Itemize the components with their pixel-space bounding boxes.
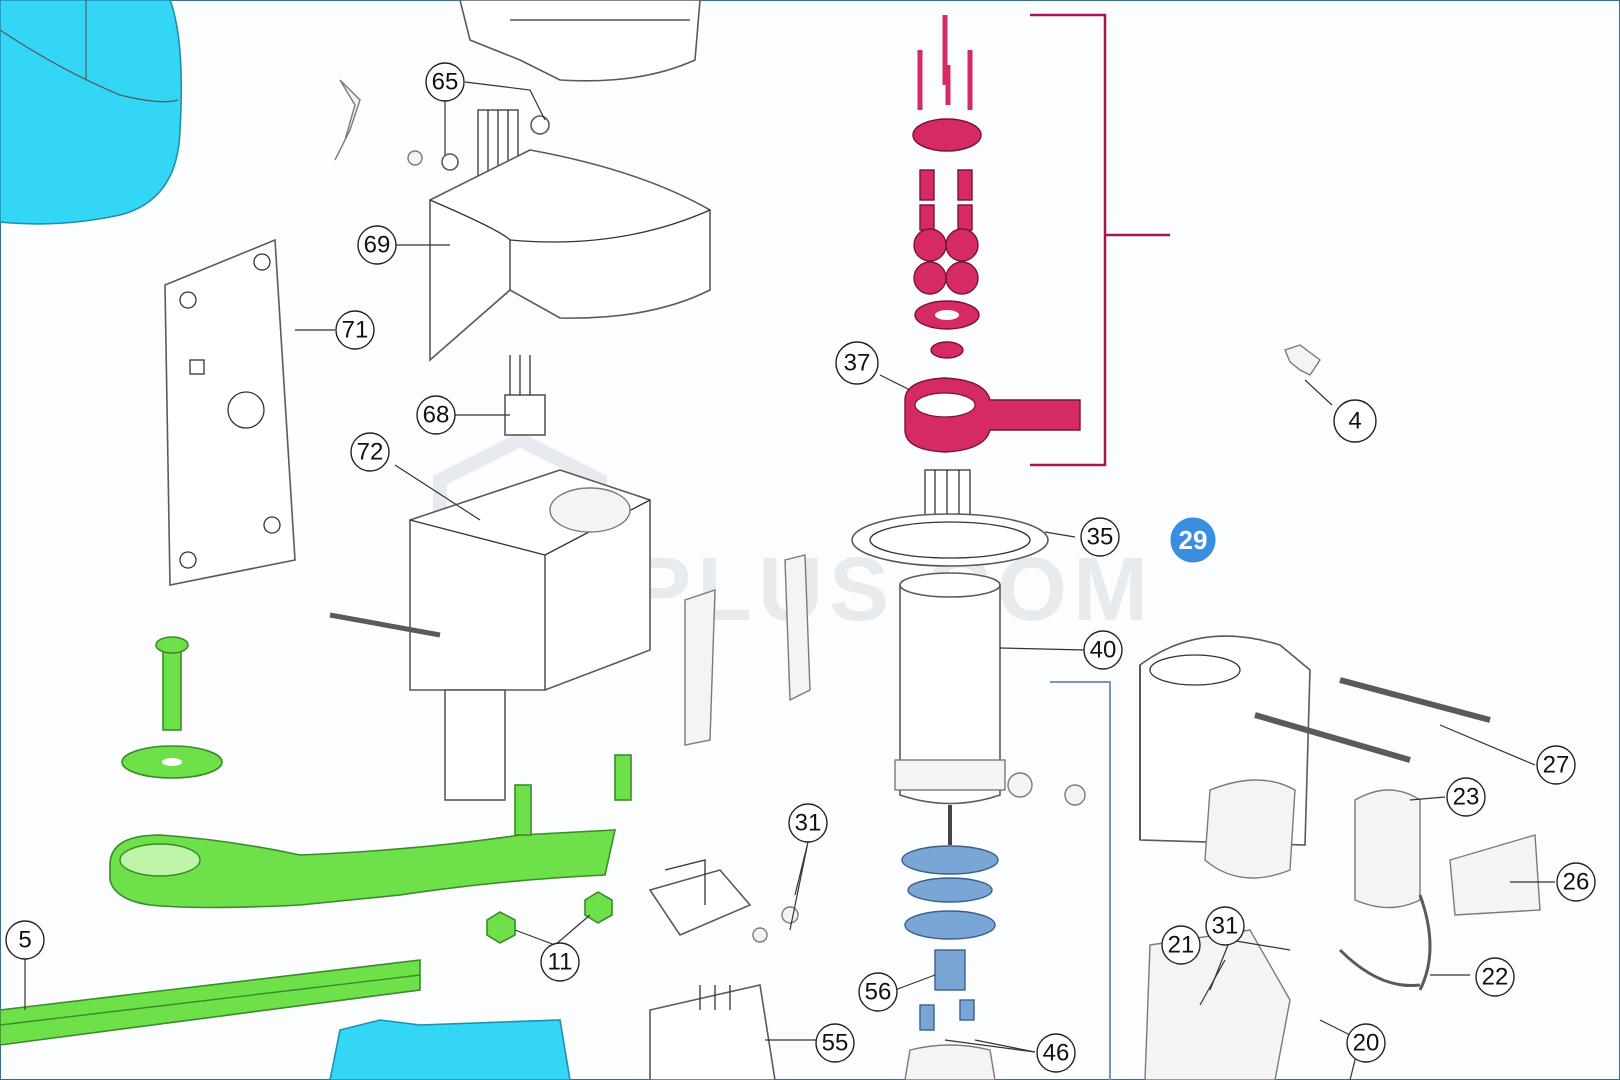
- svg-text:11: 11: [548, 949, 573, 976]
- part-top-housing: [459, 0, 701, 82]
- svg-text:27: 27: [1543, 752, 1570, 779]
- callout-4: 4: [1333, 399, 1377, 443]
- part-disc-35: [851, 513, 1049, 567]
- callout-31-center: 31: [788, 803, 828, 843]
- svg-text:26: 26: [1563, 869, 1590, 896]
- badge-29: 29: [1167, 514, 1219, 566]
- callout-22: 22: [1475, 957, 1515, 997]
- svg-text:29: 29: [1179, 525, 1208, 555]
- callout-68: 68: [416, 395, 456, 435]
- svg-text:21: 21: [1168, 932, 1195, 959]
- part-cyan-cover: [0, 0, 183, 225]
- part-motor-40: [894, 572, 1006, 845]
- svg-text:65: 65: [432, 69, 459, 96]
- callout-35: 35: [1080, 517, 1120, 557]
- callout-69: 69: [357, 225, 397, 265]
- callout-65: 65: [425, 62, 465, 102]
- part-green-rail: [0, 959, 421, 1046]
- part-holder: [648, 859, 752, 936]
- svg-text:69: 69: [364, 232, 391, 259]
- part-small-bolts: [752, 772, 1086, 943]
- part-bracket-4: [1284, 344, 1321, 376]
- assembly-bracket: [1030, 13, 1170, 467]
- callout-21: 21: [1161, 925, 1201, 965]
- part-green-bolt: [121, 636, 223, 779]
- callout-26: 26: [1556, 862, 1596, 902]
- callout-31-right: 31: [1205, 906, 1245, 946]
- callout-56: 56: [858, 972, 898, 1012]
- part-gaskets: [684, 554, 811, 746]
- callout-40: 40: [1083, 630, 1123, 670]
- callout-37: 37: [835, 341, 879, 385]
- svg-text:35: 35: [1087, 524, 1114, 551]
- part-blue-gears: [901, 845, 999, 1080]
- svg-text:56: 56: [865, 979, 892, 1006]
- svg-text:22: 22: [1482, 964, 1509, 991]
- svg-text:37: 37: [844, 350, 871, 377]
- svg-text:20: 20: [1353, 1030, 1380, 1057]
- callout-11: 11: [540, 942, 580, 982]
- divider-line: [1050, 681, 1111, 1080]
- callout-27: 27: [1536, 745, 1576, 785]
- part-gearbox-72: [329, 469, 651, 801]
- svg-text:31: 31: [1212, 913, 1239, 940]
- callouts: 65 69 71 68 72 37 4 35 40 27 23 26 31 5 …: [5, 62, 1596, 1073]
- part-pink-gearset: [904, 15, 1081, 453]
- part-green-arm: [109, 754, 632, 909]
- callout-20: 20: [1346, 1023, 1386, 1063]
- callout-55: 55: [815, 1023, 855, 1063]
- svg-text:46: 46: [1043, 1040, 1070, 1067]
- part-box-55: [649, 984, 776, 1080]
- part-cover-69: [429, 149, 711, 362]
- svg-text:31: 31: [795, 810, 822, 837]
- svg-text:72: 72: [357, 439, 384, 466]
- callout-71: 71: [335, 310, 375, 350]
- part-right-housing: [1139, 635, 1541, 1080]
- svg-text:55: 55: [822, 1030, 849, 1057]
- callout-46: 46: [1036, 1033, 1076, 1073]
- part-plate-71: [164, 238, 296, 586]
- callout-5: 5: [5, 920, 45, 960]
- svg-text:23: 23: [1453, 784, 1480, 811]
- callout-23: 23: [1446, 777, 1486, 817]
- svg-text:68: 68: [423, 402, 450, 429]
- part-cyan-base: [329, 1019, 571, 1080]
- svg-text:4: 4: [1348, 408, 1361, 435]
- part-connector-68: [504, 355, 546, 436]
- svg-text:5: 5: [18, 927, 31, 954]
- svg-text:71: 71: [342, 317, 369, 344]
- svg-text:40: 40: [1090, 637, 1117, 664]
- part-green-nuts: [486, 891, 613, 944]
- callout-72: 72: [350, 432, 390, 472]
